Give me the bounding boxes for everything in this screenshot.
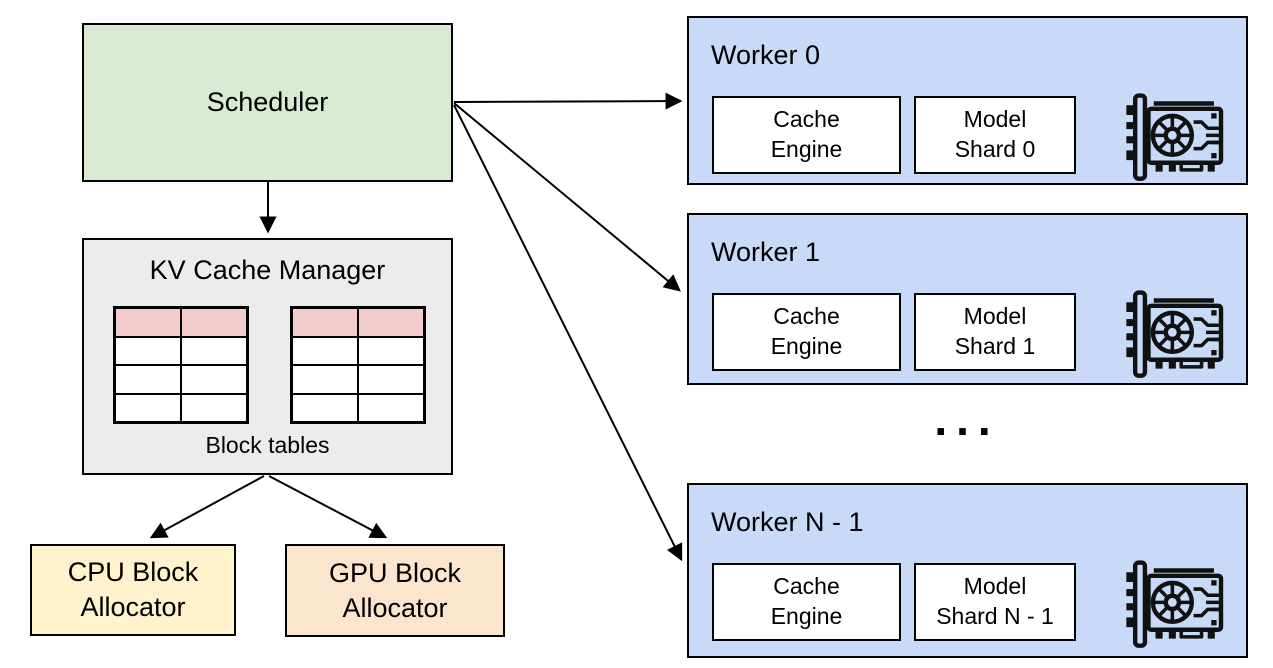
model-shard-label: Model Shard N - 1 [936,573,1054,629]
arrow-scheduler-to-worker-n1 [453,104,683,562]
block-table-cell [358,393,424,422]
cache-engine-label: Cache Engine [770,573,843,629]
model-shard-label: Model Shard 1 [954,303,1036,359]
gpu-card-icon [1119,559,1231,651]
block-table-cell [115,365,181,394]
block-table-cell [115,308,181,337]
block-table-cell [181,336,247,365]
block-table [113,306,249,424]
worker-n1-model-shard-box: Model Shard N - 1 [914,563,1076,641]
block-table-cell [292,336,358,365]
block-table [290,306,426,424]
block-table-cell [358,308,424,337]
worker-n1-box: Worker N - 1 Cache Engine Model Shard N … [687,483,1248,658]
worker-n1-title: Worker N - 1 [711,507,864,537]
worker-1-box: Worker 1 Cache Engine Model Shard 1 [687,213,1248,385]
worker-1-cache-engine-box: Cache Engine [712,293,901,371]
arrow-kv-to-gpu-allocator [268,475,388,539]
model-shard-label: Model Shard 0 [954,106,1036,162]
block-table-cell [115,393,181,422]
cpu-block-allocator-box: CPU Block Allocator [30,544,236,636]
worker-0-title: Worker 0 [711,40,821,70]
arrow-kv-to-cpu-allocator [149,475,265,539]
block-table-cell [292,365,358,394]
worker-n1-cache-engine-box: Cache Engine [712,563,901,641]
cpu-block-allocator-label: CPU Block Allocator [67,557,199,622]
block-table-cell [181,393,247,422]
gpu-card-icon [1119,92,1231,184]
scheduler-box: Scheduler [82,23,453,182]
gpu-block-allocator-label: GPU Block Allocator [328,557,462,623]
arrow-scheduler-to-worker-0 [453,92,683,110]
cache-engine-label: Cache Engine [770,303,843,359]
worker-1-model-shard-box: Model Shard 1 [914,293,1076,371]
worker-0-model-shard-box: Model Shard 0 [914,96,1076,174]
block-table-cell [181,308,247,337]
workers-ellipsis: ... [934,393,1000,445]
kv-cache-manager-title: KV Cache Manager [149,255,386,285]
gpu-block-allocator-box: GPU Block Allocator [285,544,505,637]
block-table-cell [115,336,181,365]
kv-cache-manager-box: KV Cache Manager Block tables [82,238,453,475]
gpu-card-icon [1119,289,1231,381]
worker-0-cache-engine-box: Cache Engine [712,96,901,174]
block-table-cell [181,365,247,394]
worker-1-title: Worker 1 [711,237,821,267]
block-table-cell [292,308,358,337]
scheduler-label: Scheduler [206,87,329,117]
block-table-cell [358,365,424,394]
block-table-cell [358,336,424,365]
worker-0-box: Worker 0 Cache Engine Model Shard 0 [687,16,1248,185]
block-table-cell [292,393,358,422]
cache-engine-label: Cache Engine [770,106,843,162]
arrow-scheduler-to-worker-1 [453,102,681,292]
block-tables-caption: Block tables [205,432,330,458]
